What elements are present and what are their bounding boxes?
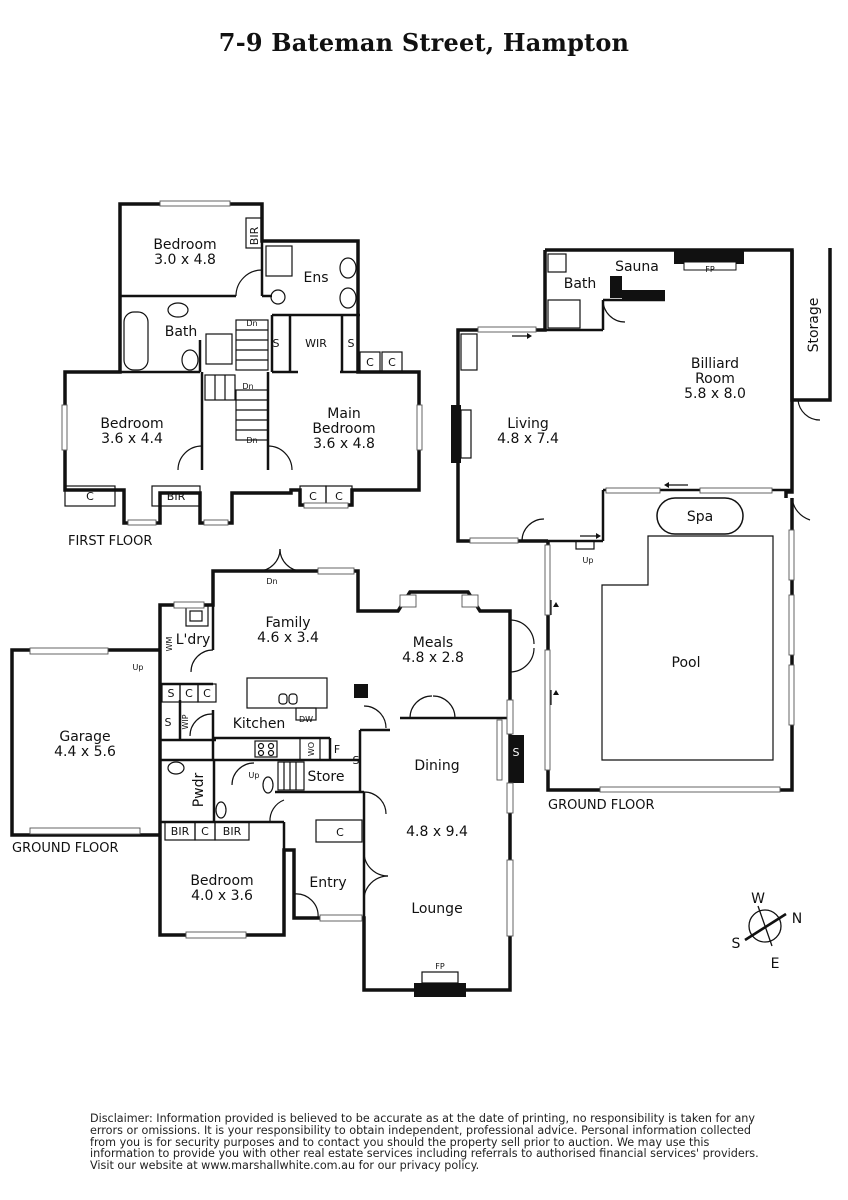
room-dimension: 4.4 x 5.6 — [54, 744, 116, 760]
room-label: Ens — [303, 270, 328, 286]
room-label: Bedroom — [100, 416, 163, 432]
fixture-label: C — [336, 826, 344, 839]
fixture-label: C — [335, 490, 343, 503]
fixture-label: S — [273, 337, 280, 350]
room-dimension: 3.0 x 4.8 — [154, 252, 216, 268]
room-label: Sauna — [615, 259, 659, 275]
stair-direction: Dn — [266, 577, 277, 586]
first-floor-stairs — [204, 319, 269, 441]
fixture-label: C — [309, 490, 317, 503]
compass-west: W — [751, 891, 765, 907]
room-label: Kitchen — [233, 716, 286, 732]
room-label: Garage — [59, 729, 110, 745]
room-label: Main — [327, 406, 360, 422]
disclaimer-text: Disclaimer: Information provided is beli… — [90, 1112, 759, 1173]
room-label: L'dry — [176, 632, 211, 648]
first-floor-plan: Bedroom 3.0 x 4.8 BIR Ens Bath WIR S S C… — [61, 200, 423, 549]
room-label: Store — [307, 769, 344, 785]
room-label: Bath — [564, 276, 597, 292]
fixture-label: DW — [299, 715, 313, 724]
room-dimension: 3.6 x 4.4 — [101, 431, 163, 447]
room-dimension: 3.6 x 4.8 — [313, 436, 375, 452]
room-dimension: 4.8 x 7.4 — [497, 431, 559, 447]
stair-direction: Up — [583, 556, 594, 565]
room-dimension: 5.8 x 8.0 — [684, 386, 746, 402]
fixture-label: S — [168, 687, 175, 700]
room-label: Dining — [414, 758, 459, 774]
fixture-label: FP — [435, 962, 445, 971]
compass-north: N — [792, 911, 802, 927]
fixture-label: C — [86, 490, 94, 503]
fixture-label: FP — [705, 265, 715, 274]
fixture-label: S — [165, 716, 172, 729]
fixture-label: S — [353, 754, 360, 767]
room-label: Bedroom — [312, 421, 375, 437]
fixture-label: S — [348, 337, 355, 350]
room-label: Entry — [309, 875, 346, 891]
room-label: Pwdr — [191, 772, 207, 807]
fixture-label: C — [203, 687, 211, 700]
room-label: Bath — [165, 324, 198, 340]
stair-direction: Dn — [246, 319, 257, 328]
floor-label-first: FIRST FLOOR — [68, 534, 152, 549]
stair-direction: Up — [133, 663, 144, 672]
room-label: Lounge — [411, 901, 462, 917]
floor-label-ground-left: GROUND FLOOR — [12, 841, 118, 856]
page-title: 7-9 Bateman Street, Hampton — [218, 28, 630, 57]
room-dimension: 4.8 x 9.4 — [406, 824, 468, 840]
room-label: Bedroom — [153, 237, 216, 253]
compass-south: S — [732, 936, 741, 952]
room-label: Billiard — [691, 356, 739, 372]
room-label: Spa — [687, 509, 713, 525]
fixture-label: BIR — [167, 490, 186, 503]
room-label: Storage — [806, 298, 822, 353]
room-dimension: 4.8 x 2.8 — [402, 650, 464, 666]
room-label: Meals — [413, 635, 453, 651]
fixture-label: WM — [165, 636, 174, 651]
fixture-label: C — [185, 687, 193, 700]
room-label: Living — [507, 416, 549, 432]
stair-direction: Up — [249, 771, 260, 780]
ground-floor-right-plan: Bath Sauna FP Billiard Room 5.8 x 8.0 St… — [451, 248, 832, 813]
fixture-label: WO — [307, 742, 316, 756]
room-label: Bedroom — [190, 873, 253, 889]
floor-label-ground-right: GROUND FLOOR — [548, 798, 654, 813]
room-dimension: 4.0 x 3.6 — [191, 888, 253, 904]
fixture-label: BIR — [223, 825, 242, 838]
fixture-label: C — [366, 356, 374, 369]
stair-direction: Dn — [246, 436, 257, 445]
fixture-label: BIR — [248, 226, 261, 245]
room-label: Pool — [672, 655, 701, 671]
fixture-label: S — [513, 746, 520, 759]
floor-plan: Bedroom 3.0 x 4.8 BIR Ens Bath WIR S S C… — [10, 200, 832, 997]
fixture-label: BIR — [171, 825, 190, 838]
fixture-label: WIP — [181, 714, 190, 729]
stair-direction: Dn — [242, 382, 253, 391]
fixture-label: C — [201, 825, 209, 838]
room-label: Family — [265, 615, 310, 631]
fixture-label: C — [388, 356, 396, 369]
room-dimension: 4.6 x 3.4 — [257, 630, 319, 646]
compass-icon: W N S E — [732, 891, 803, 972]
ground-floor-main-plan: Family 4.6 x 3.4 Dn Meals 4.8 x 2.8 L'dr… — [10, 548, 535, 997]
room-label: WIR — [305, 337, 327, 350]
room-label: Room — [695, 371, 735, 387]
fixture-label: F — [334, 743, 340, 756]
compass-east: E — [771, 956, 780, 972]
